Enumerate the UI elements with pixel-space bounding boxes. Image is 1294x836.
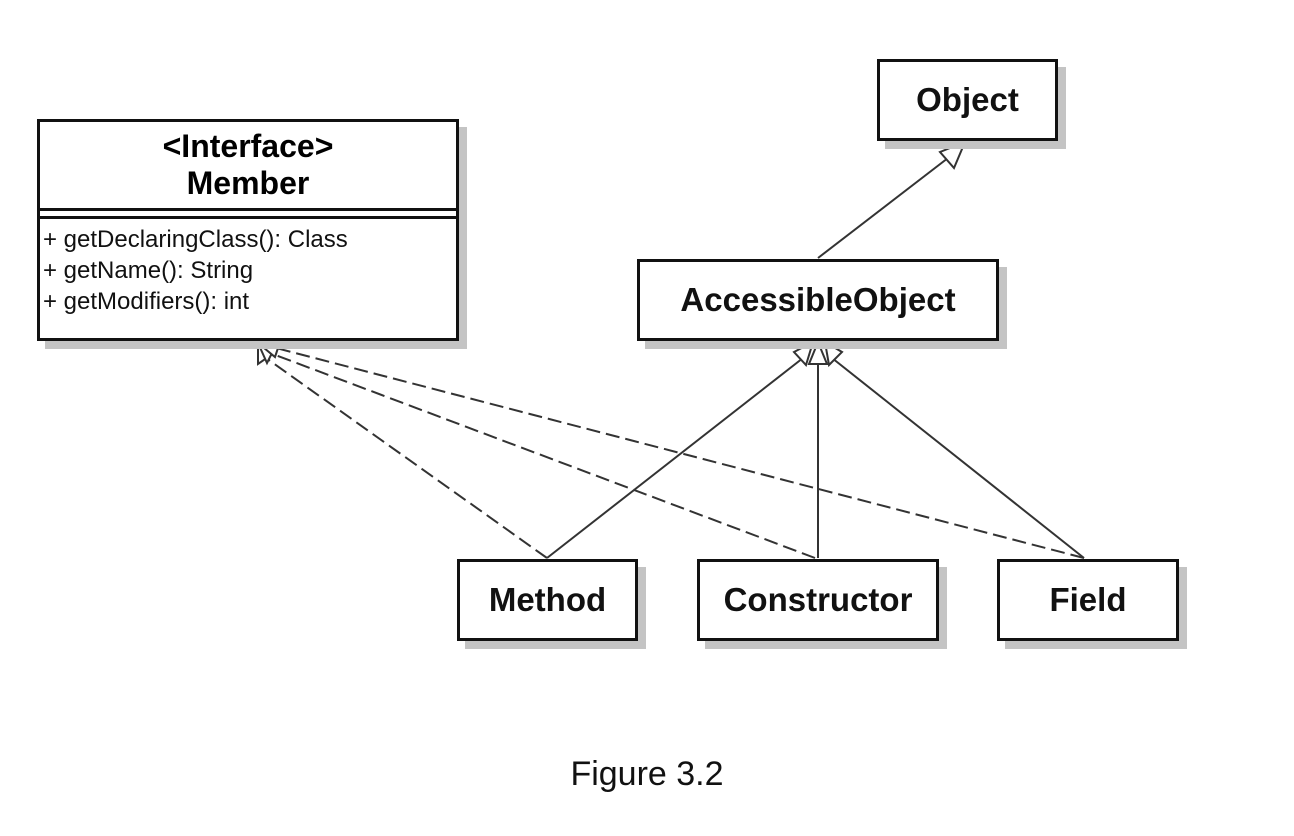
method-entry: + getModifiers(): int — [43, 288, 250, 315]
member-methods: + getDeclaringClass(): Class + getName()… — [43, 224, 348, 317]
member-name: Member — [186, 165, 310, 201]
generalization-arrowhead-field — [823, 340, 844, 368]
realization-line-method-member — [265, 357, 548, 559]
member-divider — [40, 208, 456, 211]
member-divider — [40, 216, 456, 219]
member-header: <Interface> Member — [40, 122, 456, 208]
accessible-object-class-name: AccessibleObject — [680, 281, 956, 318]
generalization-line-accessible-object — [817, 157, 949, 259]
realization-line-constructor-member — [269, 352, 816, 559]
object-class-name: Object — [916, 81, 1019, 118]
method-entry: + getName(): String — [43, 257, 254, 284]
constructor-class-box: Constructor — [697, 559, 939, 641]
member-stereotype: <Interface> — [162, 128, 334, 164]
generalization-arrowhead-object — [938, 140, 967, 170]
accessible-object-class-box: AccessibleObject — [637, 259, 999, 341]
constructor-class-name: Constructor — [723, 581, 913, 618]
member-interface-box: <Interface> Member + getDeclaringClass()… — [37, 119, 459, 341]
method-class-box: Method — [457, 559, 638, 641]
realization-arrowhead-field — [255, 337, 283, 359]
method-entry: + getDeclaringClass(): Class — [43, 226, 348, 253]
field-class-name: Field — [1049, 581, 1127, 618]
generalization-line-method — [546, 357, 804, 559]
method-class-name: Method — [488, 581, 607, 618]
object-class-box: Object — [877, 59, 1058, 141]
generalization-arrowhead-method — [792, 339, 815, 367]
generalization-line-field — [831, 357, 1085, 559]
generalization-arrowhead-constructor — [807, 339, 829, 365]
figure-caption: Figure 3.2 — [570, 755, 724, 793]
field-class-box: Field — [997, 559, 1179, 641]
